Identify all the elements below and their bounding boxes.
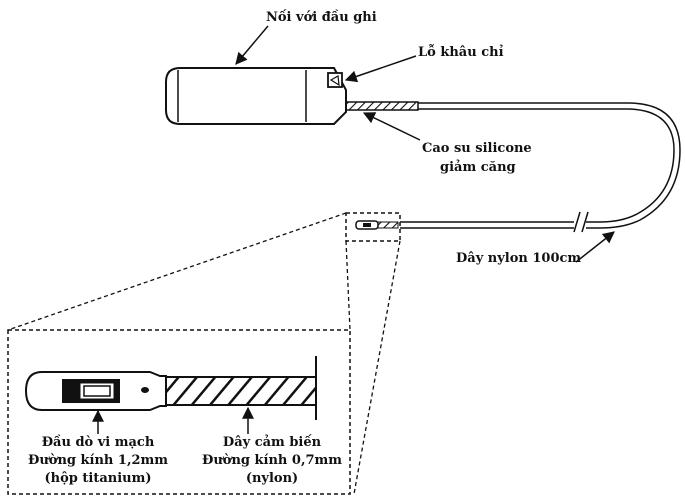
arrow-nylon — [575, 231, 615, 263]
cable-break-mark — [573, 211, 589, 233]
arrow-suture-hole — [344, 55, 417, 83]
label-wire-line1: Dây cảm biến — [223, 434, 322, 450]
label-wire-line2: Đường kính 0,7mm — [202, 453, 342, 468]
label-probe-line2: Đường kính 1,2mm — [28, 453, 168, 468]
zoom-line-left — [7, 212, 347, 331]
small-probe — [355, 220, 399, 230]
label-probe-line1: Đầu dò vi mạch — [42, 434, 155, 450]
silicone-strain-relief — [345, 101, 419, 111]
label-suture-hole: Lỗ khâu chỉ — [418, 44, 504, 60]
zoomed-sensor-wire — [165, 376, 317, 406]
label-probe-line3: (hộp titanium) — [44, 471, 151, 486]
arrow-connector — [235, 25, 269, 65]
zoom-source-box — [345, 212, 401, 242]
label-silicone-line1: Cao su silicone — [422, 141, 532, 156]
label-connector: Nối với đầu ghi — [266, 9, 377, 25]
zoom-line-mid — [345, 240, 351, 331]
nylon-cable — [400, 102, 681, 229]
zoom-detail-box — [7, 329, 351, 495]
nylon-cable-inner — [400, 108, 675, 223]
zoom-line-right — [353, 240, 401, 495]
label-silicone-line2: giảm căng — [440, 159, 516, 175]
connector-housing — [165, 67, 347, 125]
suture-hole — [327, 72, 343, 88]
label-nylon: Dây nylon 100cm — [456, 251, 581, 266]
label-wire-line3: (nylon) — [246, 471, 298, 486]
zoomed-probe-head — [24, 371, 167, 411]
arrows — [92, 25, 615, 434]
arrow-silicone — [362, 112, 421, 141]
